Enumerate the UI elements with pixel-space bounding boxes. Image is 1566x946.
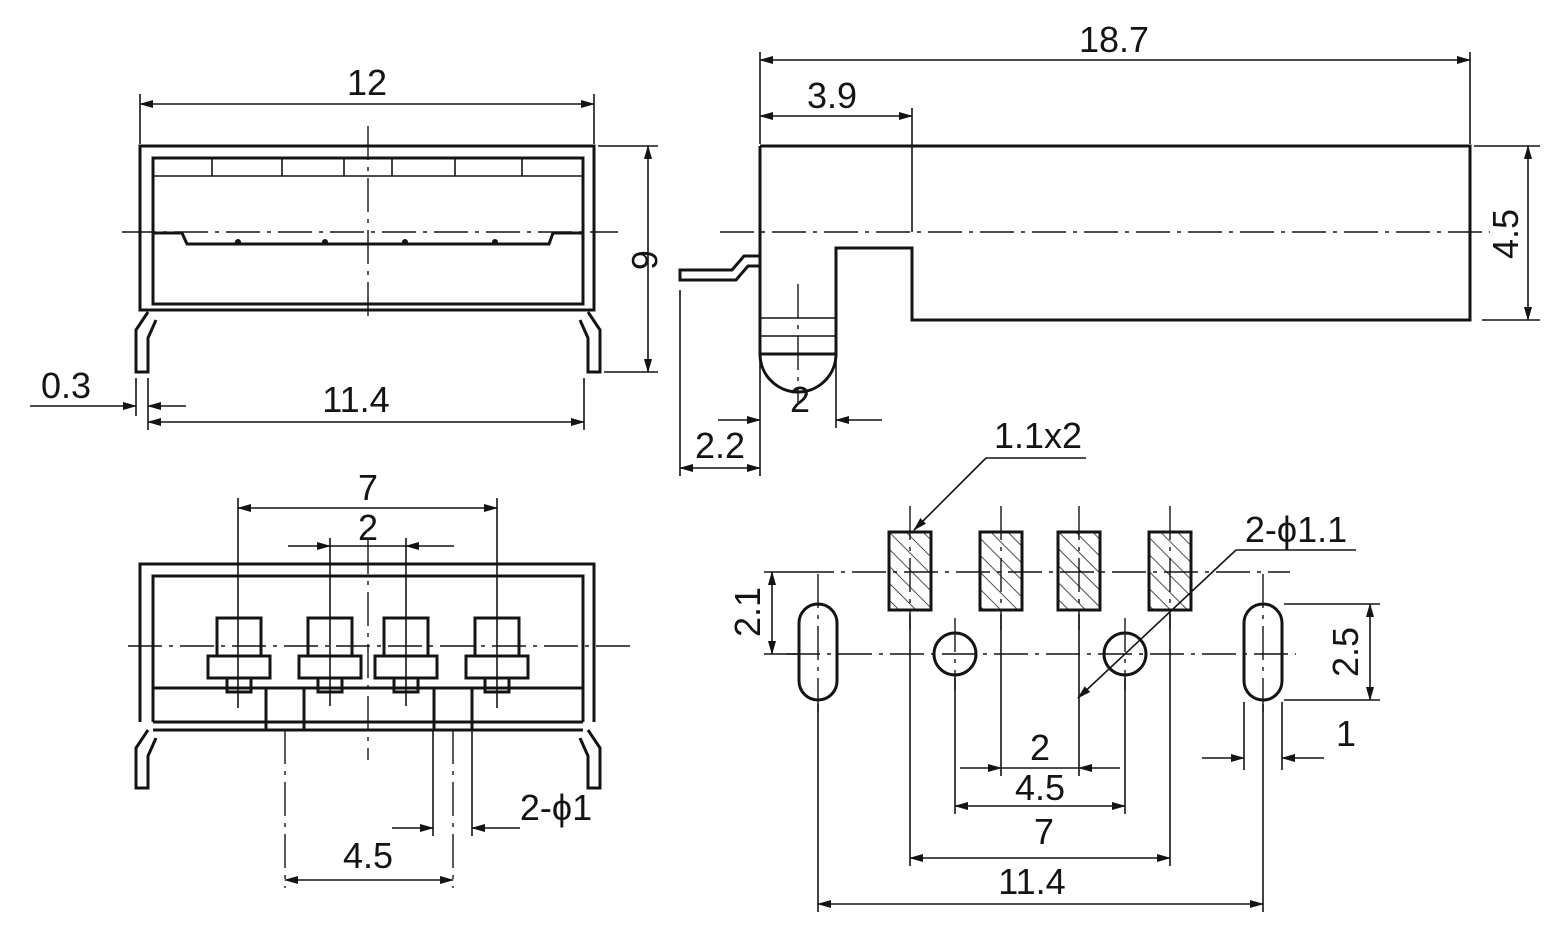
dim-lead-offset: 2.2 — [695, 425, 745, 466]
dim-overall-span: 11.4 — [998, 861, 1065, 902]
pcb-layout: 1.1x2 2-ϕ1.1 2.1 2.5 1 2 — [727, 415, 1380, 912]
dim-slot-row-offset: 2.1 — [727, 587, 768, 637]
front-view: 12 6 0.3 11.4 — [30, 62, 665, 430]
dim-post-diameter: 2-ϕ1 — [520, 787, 592, 828]
bottom-view: 7 2 2-ϕ1 4.5 — [128, 467, 632, 888]
dim-pin-gap: 0.3 — [41, 365, 91, 406]
dim-contact-span: 7 — [358, 467, 378, 508]
dim-post-spacing: 4.5 — [343, 835, 393, 876]
dim-oval-height: 2.5 — [1325, 627, 1366, 677]
dim-contact-pitch: 2 — [358, 507, 378, 548]
dim-oval-width: 1 — [1336, 713, 1356, 754]
contact-1 — [206, 616, 272, 694]
dim-pcb-pitch: 2 — [1030, 727, 1050, 768]
dim-slot-span: 7 — [1034, 811, 1054, 852]
dim-side-height: 4.5 — [1485, 209, 1526, 259]
dim-hole-spacing: 4.5 — [1015, 767, 1065, 808]
side-view: 18.7 3.9 4.5 2 2.2 — [678, 19, 1540, 476]
dim-front-length: 3.9 — [807, 75, 857, 116]
dim-slot-size: 1.1x2 — [994, 415, 1082, 456]
dim-width: 12 — [347, 62, 387, 103]
dim-length: 18.7 — [1079, 19, 1149, 60]
dim-pin-span: 11.4 — [322, 379, 389, 420]
dim-height: 6 — [624, 250, 665, 270]
dim-hole-diameter: 2-ϕ1.1 — [1245, 509, 1347, 550]
dim-boss-width: 2 — [790, 379, 810, 420]
